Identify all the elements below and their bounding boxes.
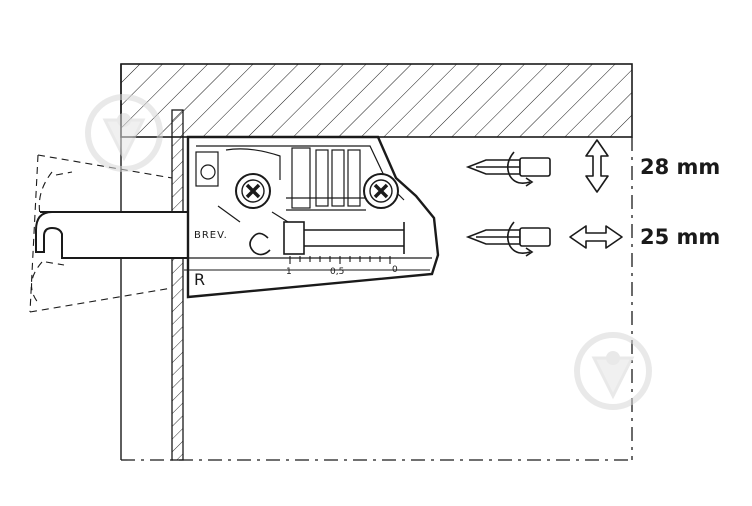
door-open-ghost — [29, 154, 173, 313]
side-mark: R — [194, 270, 205, 289]
scale-label-1: 1 — [286, 267, 292, 277]
watermark-logo-icon — [85, 94, 163, 172]
scale-label-3: 0 — [392, 265, 398, 275]
mounting-plate: BREV. R 1 0,5 0 — [184, 135, 440, 299]
adjustment-cam — [249, 221, 405, 256]
watermark-logo-icon — [574, 332, 652, 410]
hinge-arm — [35, 211, 189, 259]
horizontal-arrow-icon — [569, 225, 623, 249]
adjustment-scale — [289, 256, 391, 264]
vertical-adjustment-label: 28 mm — [640, 155, 721, 179]
screw-icon — [235, 173, 271, 209]
horizontal-adjustment-label: 25 mm — [640, 225, 721, 249]
screwdriver-icon — [465, 151, 551, 187]
screwdriver-icon — [465, 221, 551, 257]
scale-label-2: 0,5 — [330, 267, 344, 277]
cabinet-top-panel — [120, 63, 633, 138]
brand-mark: BREV. — [194, 230, 228, 241]
vertical-arrow-icon — [585, 139, 609, 193]
door-panel — [171, 109, 184, 461]
screw-icon — [363, 173, 399, 209]
